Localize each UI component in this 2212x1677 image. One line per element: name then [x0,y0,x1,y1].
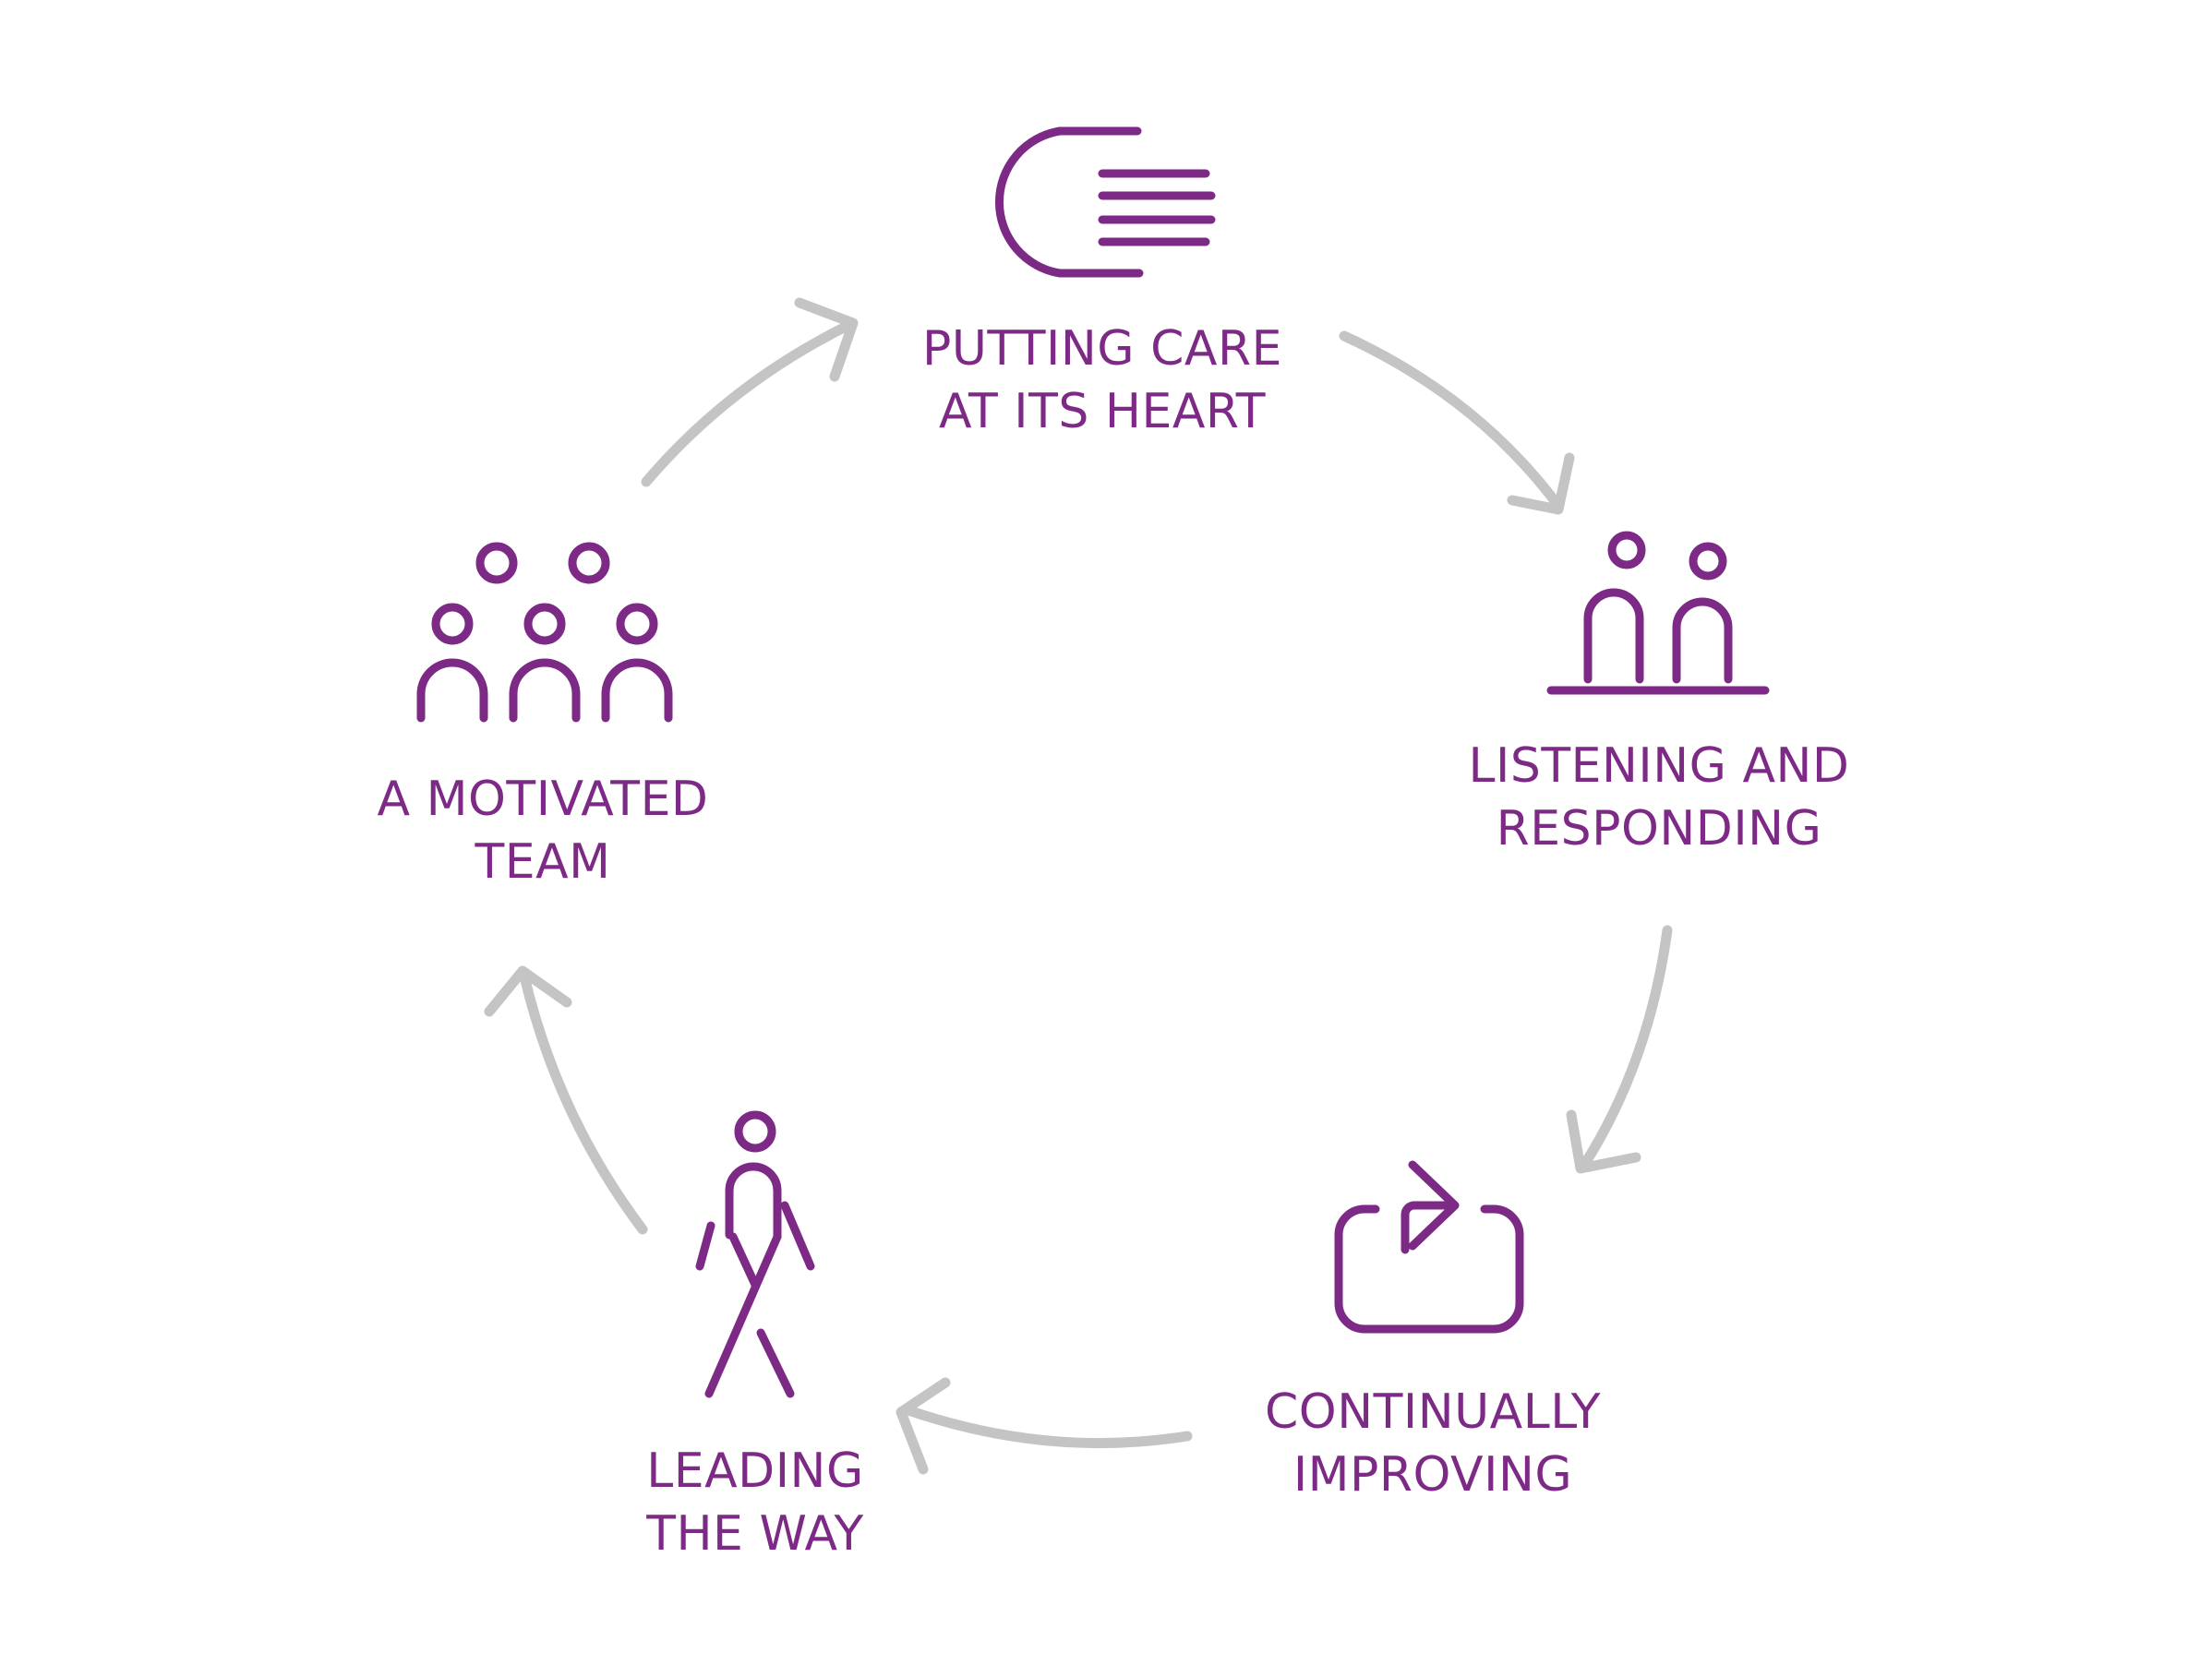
step-label-listening-line1: LISTENING AND [1468,738,1850,794]
step-label-care: PUTTING CARE AT ITS HEART [922,317,1282,443]
step-label-improving-line2: IMPROVING [1292,1447,1573,1503]
step-label-improving-line1: CONTINUALLY [1264,1384,1602,1440]
two-people-at-table-icon [1546,531,1770,695]
step-label-leading-line1: LEADING [646,1443,864,1499]
step-label-listening-line2: RESPONDING [1496,801,1822,856]
step-label-care-line2: AT ITS HEART [938,384,1267,439]
arrow-care-to-listening [1339,330,1575,515]
step-label-leading: LEADING THE WAY [646,1440,864,1565]
step-label-team-line1: A MOTIVATED [377,772,709,827]
step-label-care-line1: PUTTING CARE [922,321,1282,377]
hand-icon [994,126,1216,278]
arrow-team-to-care [641,297,859,487]
walking-person-icon [695,1110,815,1398]
arrow-listening-to-improving [1566,925,1673,1174]
step-label-team-line2: TEAM [475,834,611,890]
step-label-listening: LISTENING AND RESPONDING [1469,735,1850,860]
step-label-improving: CONTINUALLY IMPROVING [1265,1381,1601,1506]
arrow-improving-to-leading [896,1377,1193,1475]
arrow-leading-to-team [484,965,648,1235]
step-label-team: A MOTIVATED TEAM [378,768,709,893]
step-label-leading-line2: THE WAY [646,1506,864,1562]
repeat-arrow-icon [1334,1160,1524,1334]
group-of-people-icon [416,542,673,723]
